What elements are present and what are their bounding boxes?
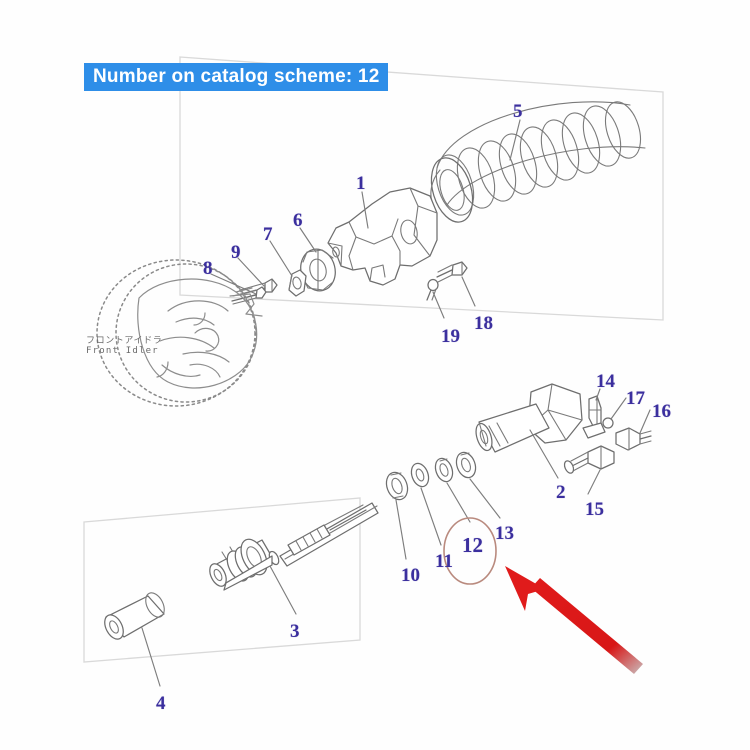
callout-number-9: 9: [231, 242, 241, 263]
highlight-ellipse: [443, 517, 497, 585]
part-7-clip-plate: [288, 269, 307, 297]
background-frame-lower: [83, 497, 361, 663]
callout-number-17: 17: [626, 388, 645, 409]
part-6-nut: [300, 248, 336, 292]
callout-number-14: 14: [596, 371, 615, 392]
callout-number-2: 2: [556, 482, 566, 503]
part-3-rod-assembly: [209, 502, 379, 591]
front-idler-caption: フロントアイドラ Front Idler: [86, 336, 162, 356]
callout-number-7: 7: [263, 224, 273, 245]
part-14-pin: [582, 395, 606, 439]
part-1-yoke-bracket: [327, 187, 438, 286]
part-2-adjuster-cylinder: [475, 383, 583, 453]
part-15-grease-fitting: [563, 445, 615, 474]
front-idler-wheel: [96, 259, 263, 407]
part-4-sleeve-bushing: [104, 592, 165, 640]
callout-number-5: 5: [513, 101, 523, 122]
callout-number-16: 16: [652, 401, 671, 422]
part-5-recoil-spring: [430, 101, 646, 223]
idler-caption-english: Front Idler: [86, 346, 159, 356]
red-arrow: [505, 566, 643, 674]
leader-lines: [141, 119, 651, 687]
callout-number-11: 11: [435, 551, 453, 572]
callout-number-13: 13: [495, 523, 514, 544]
part-11-washer: [410, 462, 430, 488]
part-10-washer: [385, 471, 409, 501]
part-18-bolt: [436, 261, 468, 283]
callout-number-4: 4: [156, 693, 166, 714]
part-16-plug: [615, 427, 652, 451]
callout-number-3: 3: [290, 621, 300, 642]
part-13-washer: [455, 451, 477, 479]
part-12-seal-ring: [434, 457, 454, 483]
callout-number-15: 15: [585, 499, 604, 520]
part-19-pin: [426, 278, 439, 301]
callout-number-8: 8: [203, 258, 213, 279]
callout-number-19: 19: [441, 326, 460, 347]
callout-number-18: 18: [474, 313, 493, 334]
callout-number-6: 6: [293, 210, 303, 231]
background-frame-upper: [179, 56, 664, 321]
callout-number-12: 12: [462, 533, 483, 557]
part-17-ball: [602, 417, 614, 429]
idler-caption-japanese: フロントアイドラ: [86, 336, 163, 346]
callout-number-1: 1: [356, 173, 366, 194]
callout-number-10: 10: [401, 565, 420, 586]
catalog-scheme-banner: Number on catalog scheme: 12: [84, 63, 389, 91]
